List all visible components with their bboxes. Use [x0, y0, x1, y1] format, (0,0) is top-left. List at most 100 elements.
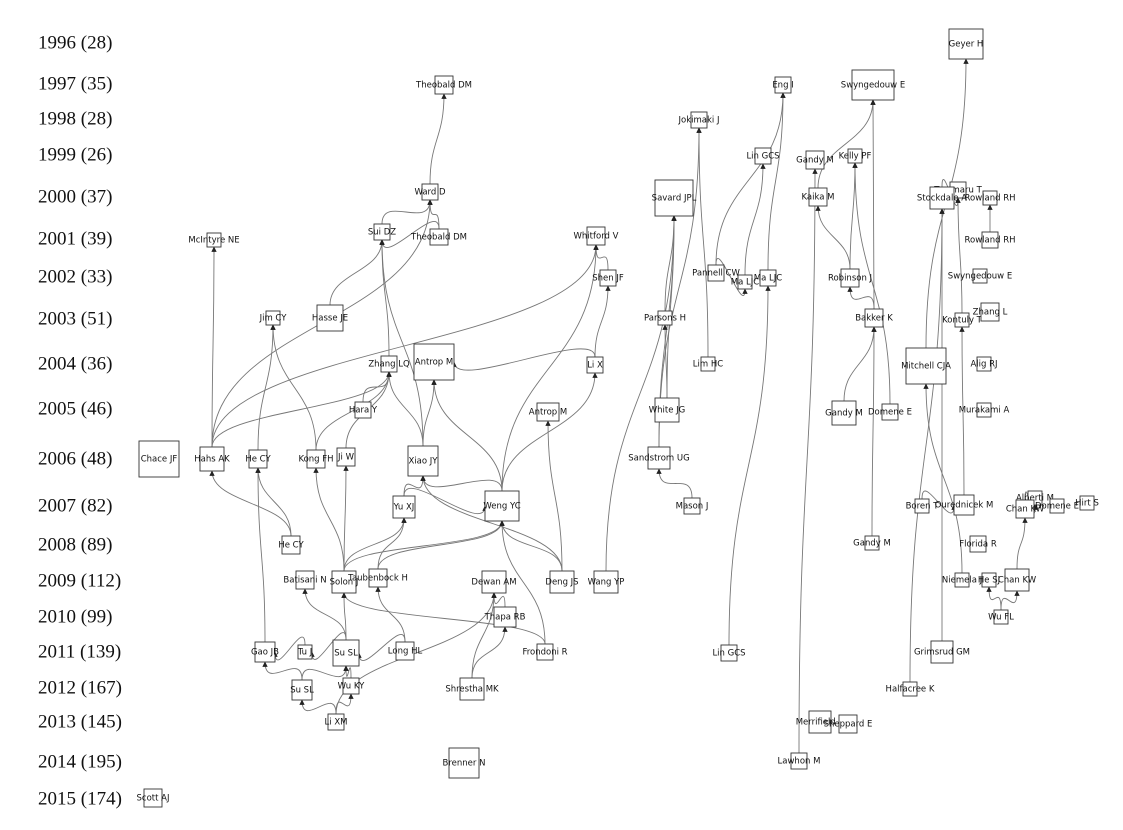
node-antrop05[interactable]: Antrop M [529, 402, 567, 422]
node-hecy06[interactable]: He CY [245, 449, 271, 469]
node-theobald97[interactable]: Theobald DM [415, 75, 472, 95]
node-rowland00[interactable]: Rowland RH [964, 190, 1016, 206]
node-masonj[interactable]: Mason J [676, 497, 709, 515]
node-bakker[interactable]: Bakker K [855, 308, 893, 328]
node-limhc[interactable]: Lim HC [693, 356, 723, 372]
node-batisani[interactable]: Batisani N [283, 570, 327, 590]
node-lawhon[interactable]: Lawhon M [778, 752, 821, 770]
node-florida[interactable]: Florida R [959, 535, 997, 553]
node-hecy08[interactable]: He CY [278, 535, 304, 555]
node-shenjf[interactable]: Shen JF [592, 269, 624, 287]
node-zhanglq[interactable]: Zhang LQ [368, 355, 410, 373]
node-swyng97[interactable]: Swyngedouw E [841, 69, 905, 101]
node-lingcs99[interactable]: Lin GCS [746, 147, 780, 165]
node-lixm[interactable]: Li XM [325, 713, 348, 731]
citation-edge [270, 324, 317, 451]
node-ward[interactable]: Ward D [414, 183, 446, 201]
node-hirt[interactable]: Hirt S [1075, 495, 1099, 511]
node-wengyc[interactable]: Weng YC [483, 490, 521, 522]
node-ouredn[interactable]: Ourednicek M [935, 494, 994, 516]
node-thapa[interactable]: Thapa RB [484, 606, 526, 628]
citation-edge [356, 634, 406, 661]
node-parsons[interactable]: Parsons H [644, 310, 686, 326]
node-susl11[interactable]: Su SL [332, 639, 360, 667]
node-frondoni[interactable]: Frondoni R [522, 643, 568, 661]
citation-edge [921, 490, 957, 514]
node-grimsrud[interactable]: Grimsrud GM [914, 640, 970, 664]
node-malic1[interactable]: Ma LJC [731, 274, 759, 290]
node-scott[interactable]: Scott AJ [137, 788, 170, 808]
node-jokimaki[interactable]: Jokimaki J [678, 111, 720, 129]
year-label-2003: 2003 (51) [38, 308, 112, 329]
node-sheppard[interactable]: Sheppard E [824, 714, 873, 734]
node-dengjs[interactable]: Deng JS [545, 570, 579, 594]
node-kontuly[interactable]: Kontuly T [942, 312, 983, 328]
node-label: Domene E [1035, 502, 1079, 512]
node-domene07[interactable]: Domene E [1035, 498, 1079, 514]
node-aligrj[interactable]: Alig RJ [970, 356, 998, 372]
node-antrop04[interactable]: Antrop M [413, 343, 455, 381]
node-theobald01[interactable]: Theobald DM [410, 228, 467, 246]
node-label: Zhang LQ [368, 360, 410, 370]
node-dewan[interactable]: Dewan AM [471, 570, 517, 594]
node-swyng02[interactable]: Swyngedouw E [948, 268, 1012, 284]
node-box [429, 228, 449, 246]
node-hahs[interactable]: Hahs AK [194, 446, 230, 472]
node-whitejg[interactable]: White JG [649, 397, 686, 423]
node-kongfh[interactable]: Kong FH [298, 449, 334, 469]
node-whitford[interactable]: Whitford V [574, 226, 619, 246]
node-chace[interactable]: Chace JF [138, 440, 180, 478]
node-lingcs11[interactable]: Lin GCS [712, 644, 746, 662]
node-solonj[interactable]: Solon J [330, 570, 359, 594]
node-chankw07[interactable]: Chan KW [1006, 499, 1045, 519]
node-longhl[interactable]: Long HL [388, 641, 423, 661]
node-chankw09[interactable]: Chan KW [998, 568, 1037, 592]
node-murakami[interactable]: Murakami A [959, 402, 1010, 418]
node-wangyp[interactable]: Wang YP [588, 570, 625, 594]
node-tuj[interactable]: Tu J [297, 644, 313, 660]
node-merrifield[interactable]: Merrifield A [796, 710, 845, 734]
node-taub[interactable]: Taubenbock H [347, 568, 408, 588]
node-pannell[interactable]: Pannell CW [692, 264, 740, 282]
node-halfacree[interactable]: Halfacree K [886, 681, 935, 697]
node-wuky[interactable]: Wu KY [338, 677, 365, 695]
citation-edge [499, 520, 546, 645]
node-savard[interactable]: Savard JPL [652, 179, 697, 217]
node-sandstrom[interactable]: Sandstrom UG [628, 446, 690, 470]
node-lix[interactable]: Li X [586, 356, 604, 374]
node-wufl[interactable]: Wu FL [988, 609, 1014, 625]
node-zhangl[interactable]: Zhang L [973, 302, 1008, 322]
node-robinson[interactable]: Robinson J [828, 268, 872, 288]
node-jiw[interactable]: Ji W [336, 447, 356, 467]
node-mcintyre[interactable]: McIntyre NE [188, 232, 240, 248]
node-domene05[interactable]: Domene E [868, 403, 912, 421]
citation-edge [491, 592, 506, 608]
node-gandy08[interactable]: Gandy M [853, 535, 891, 551]
node-haray[interactable]: Hara Y [349, 401, 378, 419]
node-suidz[interactable]: Sui DZ [368, 223, 396, 241]
node-mitchell[interactable]: Mitchell CJA [901, 347, 951, 385]
node-box [599, 269, 617, 287]
node-boren[interactable]: Boren T [906, 498, 940, 514]
node-stockdale[interactable]: Stockdale A [917, 186, 967, 210]
node-xiaojy[interactable]: Xiao JY [407, 445, 439, 477]
node-hesj[interactable]: He SJ [978, 572, 1000, 588]
node-eng[interactable]: Eng I [772, 76, 794, 94]
node-niemela[interactable]: Niemela J [942, 572, 982, 588]
node-gaojb[interactable]: Gao JB [251, 641, 279, 663]
node-susl12[interactable]: Su SL [290, 679, 314, 701]
node-hasse[interactable]: Hasse JE [312, 304, 348, 332]
node-jimcy[interactable]: Jim CY [259, 310, 288, 326]
node-brenner[interactable]: Brenner N [443, 747, 486, 779]
node-kaika[interactable]: Kaika M [801, 187, 835, 207]
node-label: Jim CY [259, 314, 288, 324]
node-kelly[interactable]: Kelly PF [839, 148, 872, 164]
node-gandy05[interactable]: Gandy M [825, 400, 863, 426]
node-yuxj[interactable]: Yu XJ [392, 495, 416, 519]
node-shrestha[interactable]: Shrestha MK [445, 677, 499, 701]
node-rowland01[interactable]: Rowland RH [964, 231, 1016, 249]
node-malic2[interactable]: Ma LJC [754, 269, 782, 287]
node-gandy99[interactable]: Gandy M [796, 150, 834, 170]
citation-edge [343, 665, 352, 679]
node-geyer[interactable]: Geyer H [948, 28, 984, 60]
